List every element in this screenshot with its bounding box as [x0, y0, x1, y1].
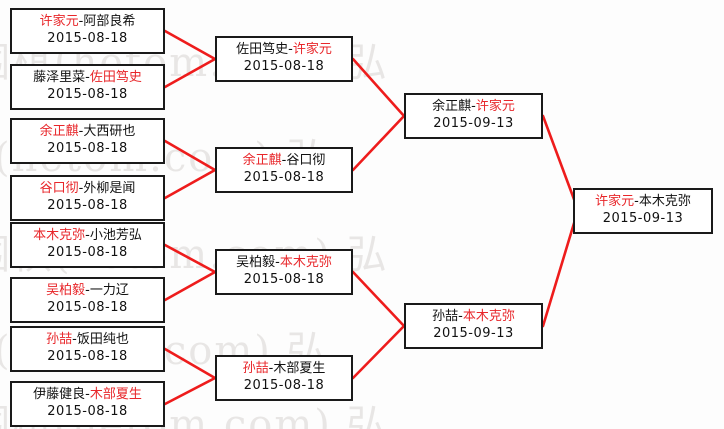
- match-date: 2015-08-18: [243, 378, 325, 393]
- match-box-r1m3[interactable]: 余正麒-大西研也 2015-08-18: [10, 118, 165, 164]
- match-label: 孙喆-木部夏生: [217, 360, 351, 377]
- match-label: 余正麒-谷口彻: [217, 152, 351, 169]
- loser-name: 大西研也: [83, 124, 136, 139]
- match-label: 余正麒-许家元: [406, 98, 541, 115]
- match-box-r2m2[interactable]: 余正麒-谷口彻 2015-08-18: [215, 147, 353, 193]
- separator: -: [634, 194, 639, 209]
- match-box-r1m5[interactable]: 本木克弥-小池芳弘 2015-08-18: [10, 222, 165, 268]
- match-label: 许家元-阿部良希: [12, 13, 163, 30]
- winner-name: 谷口彻: [39, 181, 79, 196]
- match-date: 2015-08-18: [47, 300, 128, 315]
- match-box-r1m8[interactable]: 伊藤健良-木部夏生 2015-08-18: [10, 381, 165, 427]
- separator: -: [85, 283, 90, 298]
- loser-name: 吴柏毅: [236, 255, 276, 270]
- match-label: 余正麒-大西研也: [12, 123, 163, 140]
- separator: -: [85, 387, 90, 402]
- separator: -: [78, 14, 84, 29]
- match-date: 2015-08-18: [47, 31, 128, 46]
- match-box-sf2[interactable]: 孙喆-本木克弥 2015-09-13: [404, 303, 543, 349]
- winner-name: 木部夏生: [89, 387, 142, 402]
- match-date: 2015-08-18: [243, 272, 325, 287]
- match-label: 吴柏毅-本木克弥: [217, 254, 351, 271]
- winner-name: 许家元: [39, 14, 79, 29]
- winner-name: 佐田笃史: [89, 70, 142, 85]
- loser-name: 木部夏生: [273, 361, 326, 376]
- winner-name: 孙喆: [46, 332, 73, 347]
- match-date: 2015-09-13: [433, 326, 514, 341]
- loser-name: 伊藤健良: [33, 387, 86, 402]
- winner-name: 本木克弥: [33, 228, 86, 243]
- match-date: 2015-08-18: [243, 59, 325, 74]
- separator: -: [471, 99, 476, 114]
- winner-name: 余正麒: [242, 153, 282, 168]
- winner-name: 吴柏毅: [46, 283, 86, 298]
- separator: -: [268, 361, 274, 376]
- match-box-r2m1[interactable]: 佐田笃史-许家元 2015-08-18: [215, 36, 353, 82]
- match-date: 2015-09-13: [602, 211, 684, 226]
- loser-name: 小池芳弘: [89, 228, 142, 243]
- loser-name: 阿部良希: [83, 14, 136, 29]
- match-box-r1m4[interactable]: 谷口彻-外柳是闻 2015-08-18: [10, 175, 165, 221]
- separator: -: [78, 124, 84, 139]
- loser-name: 孙喆: [432, 309, 459, 324]
- loser-name: 一力辽: [89, 283, 129, 298]
- match-box-final[interactable]: 许家元-本木克弥 2015-09-13: [573, 188, 713, 234]
- match-label: 伊藤健良-木部夏生: [12, 386, 163, 403]
- match-box-r1m2[interactable]: 藤泽里菜-佐田笃史 2015-08-18: [10, 64, 165, 110]
- loser-name: 藤泽里菜: [33, 70, 86, 85]
- separator: -: [85, 228, 90, 243]
- match-box-r1m7[interactable]: 孙喆-饭田纯也 2015-08-18: [10, 326, 165, 372]
- match-label: 佐田笃史-许家元: [217, 41, 351, 58]
- match-label: 孙喆-本木克弥: [406, 308, 541, 325]
- match-label: 谷口彻-外柳是闻: [12, 180, 163, 197]
- winner-name: 本木克弥: [462, 309, 515, 324]
- loser-name: 本木克弥: [638, 194, 691, 209]
- winner-name: 许家元: [595, 194, 635, 209]
- loser-name: 饭田纯也: [76, 332, 129, 347]
- match-label: 吴柏毅-一力辽: [12, 282, 163, 299]
- match-date: 2015-08-18: [47, 404, 128, 419]
- match-date: 2015-08-18: [47, 87, 128, 102]
- winner-name: 许家元: [475, 99, 515, 114]
- separator: -: [85, 70, 90, 85]
- loser-name: 外柳是闻: [83, 181, 136, 196]
- separator: -: [288, 42, 293, 57]
- separator: -: [275, 255, 280, 270]
- separator: -: [78, 181, 84, 196]
- match-date: 2015-09-13: [433, 116, 514, 131]
- match-date: 2015-08-18: [47, 198, 128, 213]
- match-label: 孙喆-饭田纯也: [12, 331, 163, 348]
- match-box-r1m6[interactable]: 吴柏毅-一力辽 2015-08-18: [10, 277, 165, 323]
- winner-name: 孙喆: [242, 361, 269, 376]
- match-box-sf1[interactable]: 余正麒-许家元 2015-09-13: [404, 93, 543, 139]
- match-date: 2015-08-18: [47, 349, 128, 364]
- match-box-r2m3[interactable]: 吴柏毅-本木克弥 2015-08-18: [215, 249, 353, 295]
- winner-name: 余正麒: [39, 124, 79, 139]
- match-date: 2015-08-18: [47, 245, 128, 260]
- match-box-r1m1[interactable]: 许家元-阿部良希 2015-08-18: [10, 8, 165, 54]
- match-box-r2m4[interactable]: 孙喆-木部夏生 2015-08-18: [215, 355, 353, 401]
- match-date: 2015-08-18: [243, 170, 325, 185]
- loser-name: 谷口彻: [286, 153, 326, 168]
- match-label: 藤泽里菜-佐田笃史: [12, 69, 163, 86]
- match-label: 本木克弥-小池芳弘: [12, 227, 163, 244]
- separator: -: [72, 332, 77, 347]
- loser-name: 余正麒: [432, 99, 472, 114]
- loser-name: 佐田笃史: [236, 42, 289, 57]
- match-date: 2015-08-18: [47, 141, 128, 156]
- winner-name: 许家元: [292, 42, 332, 57]
- winner-name: 本木克弥: [279, 255, 332, 270]
- match-label: 许家元-本木克弥: [575, 193, 711, 210]
- separator: -: [281, 153, 287, 168]
- separator: -: [458, 309, 463, 324]
